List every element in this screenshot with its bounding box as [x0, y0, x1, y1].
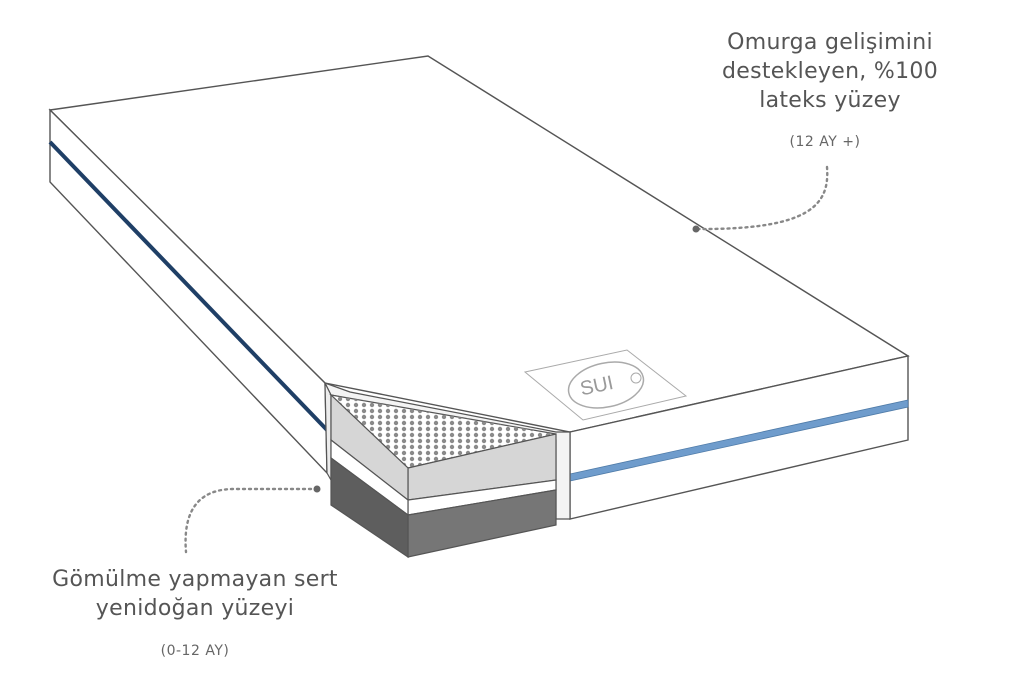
callout-text-bottom: Gömülme yapmayan sert yenidoğan yüzeyi [52, 567, 338, 621]
callout-anchor-top [692, 225, 700, 233]
left-side-stripe [48, 140, 329, 432]
latex-layer-dots [331, 395, 556, 468]
logo-mark-icon [630, 372, 642, 384]
callout-line-top [694, 165, 829, 231]
firm-layer-left [330, 456, 409, 559]
callout-age-top: (12 AY +) [789, 134, 861, 150]
callout-text-top: Omurga gelişimini destekleyen, %100 late… [722, 30, 938, 113]
logo-patch [523, 349, 688, 421]
callout-line-bottom [184, 487, 319, 554]
logo-emblem [567, 361, 645, 409]
callout-anchor-bottom [313, 485, 321, 493]
callout-age-bottom: (0-12 AY) [160, 643, 230, 659]
